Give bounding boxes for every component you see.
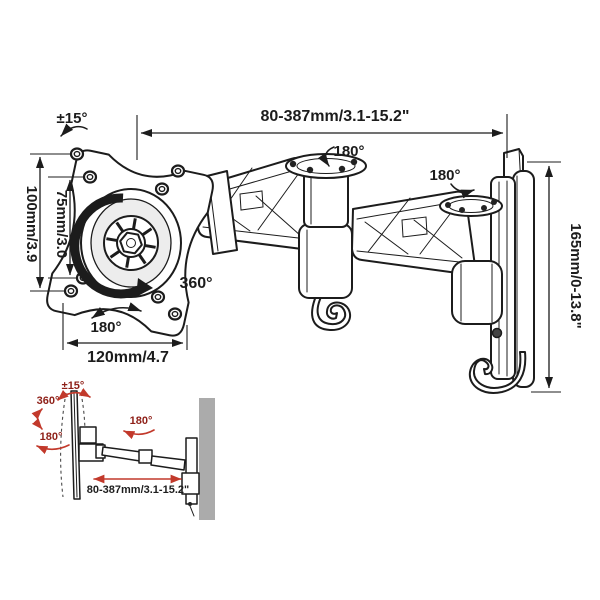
inset-label-extension: 80-387mm/3.1-15.2"	[87, 484, 189, 496]
side-view-inset: ±15° 360° 180° 180° 80-387mm/3.1-15.2"	[31, 380, 215, 520]
inset-label-tilt: ±15°	[62, 380, 85, 392]
inset-label-swivel-left: 180°	[40, 431, 63, 443]
dim-plate-width	[62, 303, 188, 350]
inset-label-swivel-arm: 180°	[130, 415, 153, 427]
dim-vesa-inner-height	[48, 176, 85, 279]
swivel-arrow-joint1-icon	[317, 146, 335, 167]
wall-surface	[199, 398, 215, 520]
wall-joint	[439, 195, 527, 394]
label-swivel-joint1: 180°	[333, 143, 364, 160]
tilt-arrow-icon	[60, 123, 88, 137]
rotation-arrowhead-icon	[136, 278, 153, 297]
label-vesa-height: 100mm/3.9	[23, 186, 40, 263]
inset-arm-joint	[138, 449, 153, 464]
measure-labels: ±15° 80-387mm/3.1-15.2" 180° 180° 100mm/…	[23, 108, 584, 366]
label-vesa-inner-height: 75mm/3.0	[53, 190, 70, 258]
bracket-screw-hole	[491, 327, 503, 339]
inset-motion-arrows	[31, 388, 182, 484]
inset-swivel-arm-arrow-icon	[123, 429, 155, 440]
dim-bracket-height	[527, 161, 561, 393]
inset-swivel-left-arrow-icon	[36, 444, 70, 455]
swivel-arrow-plate-icon	[91, 302, 142, 319]
inset-rotation-arrow-icon	[31, 408, 43, 430]
hub-hex-nut	[119, 231, 143, 255]
inset-arm-front	[101, 446, 142, 462]
tilt-range-dashed	[60, 392, 67, 498]
rotation-crescent-icon	[70, 193, 141, 299]
swivel-hub	[70, 188, 182, 299]
inset-vesa-bracket	[79, 426, 97, 444]
label-extension: 80-387mm/3.1-15.2"	[260, 108, 409, 125]
dim-extension	[136, 114, 508, 160]
label-rotation: 360°	[179, 275, 212, 292]
label-swivel-plate: 180°	[90, 319, 121, 336]
label-tilt: ±15°	[57, 110, 88, 127]
dim-vesa-height	[30, 153, 72, 292]
cable-hook-wall	[468, 351, 527, 394]
inset-label-rotation: 360°	[37, 395, 60, 407]
tilt-range-dashed	[80, 392, 86, 456]
bracket-clamp	[451, 260, 503, 325]
swivel-arrow-joint2-icon	[450, 183, 475, 199]
label-swivel-joint2: 180°	[429, 167, 460, 184]
inset-arm-rear	[150, 455, 186, 471]
label-bracket-height: 165mm/0-13.8"	[567, 223, 584, 329]
cable-hook-mid	[311, 295, 352, 332]
label-plate-width: 120mm/4.7	[87, 349, 169, 366]
inset-tilt-arrow-icon	[57, 388, 91, 401]
mid-joint	[285, 153, 367, 332]
